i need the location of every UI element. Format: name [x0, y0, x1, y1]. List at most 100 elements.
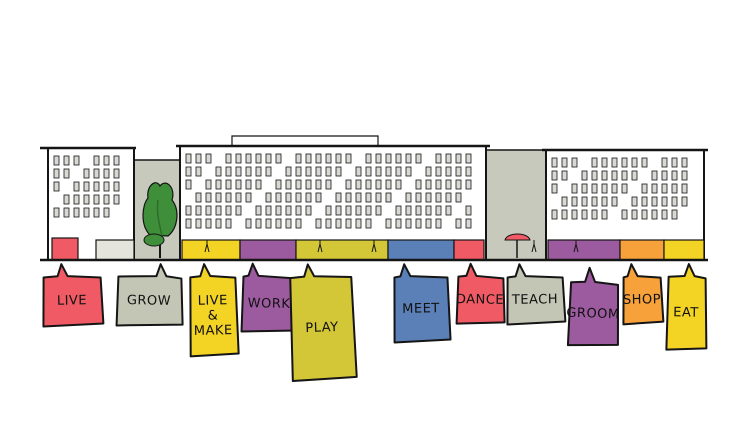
window — [395, 166, 402, 177]
bubble-shape — [506, 263, 567, 326]
bubble-shape — [455, 262, 506, 325]
window — [285, 166, 292, 177]
window — [661, 157, 668, 168]
window — [445, 192, 452, 203]
window — [335, 153, 342, 164]
window — [415, 179, 422, 190]
window — [295, 153, 302, 164]
window — [465, 153, 472, 164]
window — [561, 157, 568, 168]
window — [325, 166, 332, 177]
window — [325, 179, 332, 190]
window — [601, 157, 608, 168]
window — [185, 218, 192, 229]
tree-icon — [142, 182, 178, 258]
bubble-shape — [115, 263, 184, 327]
window — [83, 181, 90, 192]
window — [265, 205, 272, 216]
bubble-label: SHOP — [623, 292, 661, 308]
window — [285, 179, 292, 190]
window — [235, 192, 242, 203]
window — [103, 155, 110, 166]
storefront-work — [239, 239, 297, 261]
window — [681, 183, 688, 194]
window — [365, 179, 372, 190]
window — [73, 155, 80, 166]
window — [285, 205, 292, 216]
window — [195, 205, 202, 216]
window — [225, 205, 232, 216]
window — [195, 166, 202, 177]
window — [601, 183, 608, 194]
window — [63, 155, 70, 166]
window — [385, 179, 392, 190]
window — [385, 192, 392, 203]
window — [671, 170, 678, 181]
window — [561, 209, 568, 220]
window — [235, 153, 242, 164]
window — [185, 205, 192, 216]
window — [295, 166, 302, 177]
window — [275, 218, 282, 229]
window — [185, 153, 192, 164]
window — [435, 192, 442, 203]
storefront-meet — [387, 239, 455, 261]
window — [375, 179, 382, 190]
window — [551, 170, 558, 181]
bubble-label: GROW — [127, 293, 171, 309]
window — [671, 157, 678, 168]
window — [385, 166, 392, 177]
window — [255, 153, 262, 164]
window — [465, 166, 472, 177]
window — [591, 157, 598, 168]
window — [435, 205, 442, 216]
window — [205, 218, 212, 229]
window — [375, 153, 382, 164]
window — [631, 170, 638, 181]
window — [73, 194, 80, 205]
bubble-play: PLAY — [289, 263, 358, 383]
window — [365, 166, 372, 177]
bubble-shape — [622, 263, 665, 326]
window — [681, 196, 688, 207]
window — [325, 218, 332, 229]
window — [255, 179, 262, 190]
window — [315, 153, 322, 164]
window — [305, 166, 312, 177]
window — [63, 207, 70, 218]
window — [295, 192, 302, 203]
window — [631, 157, 638, 168]
window — [631, 196, 638, 207]
window — [195, 192, 202, 203]
window — [335, 192, 342, 203]
storefront-dance — [453, 239, 485, 261]
window — [355, 205, 362, 216]
window — [295, 218, 302, 229]
window — [275, 205, 282, 216]
window — [385, 153, 392, 164]
window — [581, 209, 588, 220]
window — [315, 192, 322, 203]
window — [375, 192, 382, 203]
window — [113, 194, 120, 205]
window — [345, 179, 352, 190]
window — [435, 153, 442, 164]
storefront-groom — [547, 239, 621, 261]
window — [465, 179, 472, 190]
bubble-label: & — [208, 308, 219, 323]
window — [405, 192, 412, 203]
window — [445, 166, 452, 177]
window — [355, 166, 362, 177]
window — [455, 192, 462, 203]
window — [571, 157, 578, 168]
window — [63, 168, 70, 179]
window — [205, 179, 212, 190]
window — [651, 196, 658, 207]
window — [113, 168, 120, 179]
window — [631, 209, 638, 220]
window — [103, 207, 110, 218]
window — [405, 218, 412, 229]
window — [621, 170, 628, 181]
